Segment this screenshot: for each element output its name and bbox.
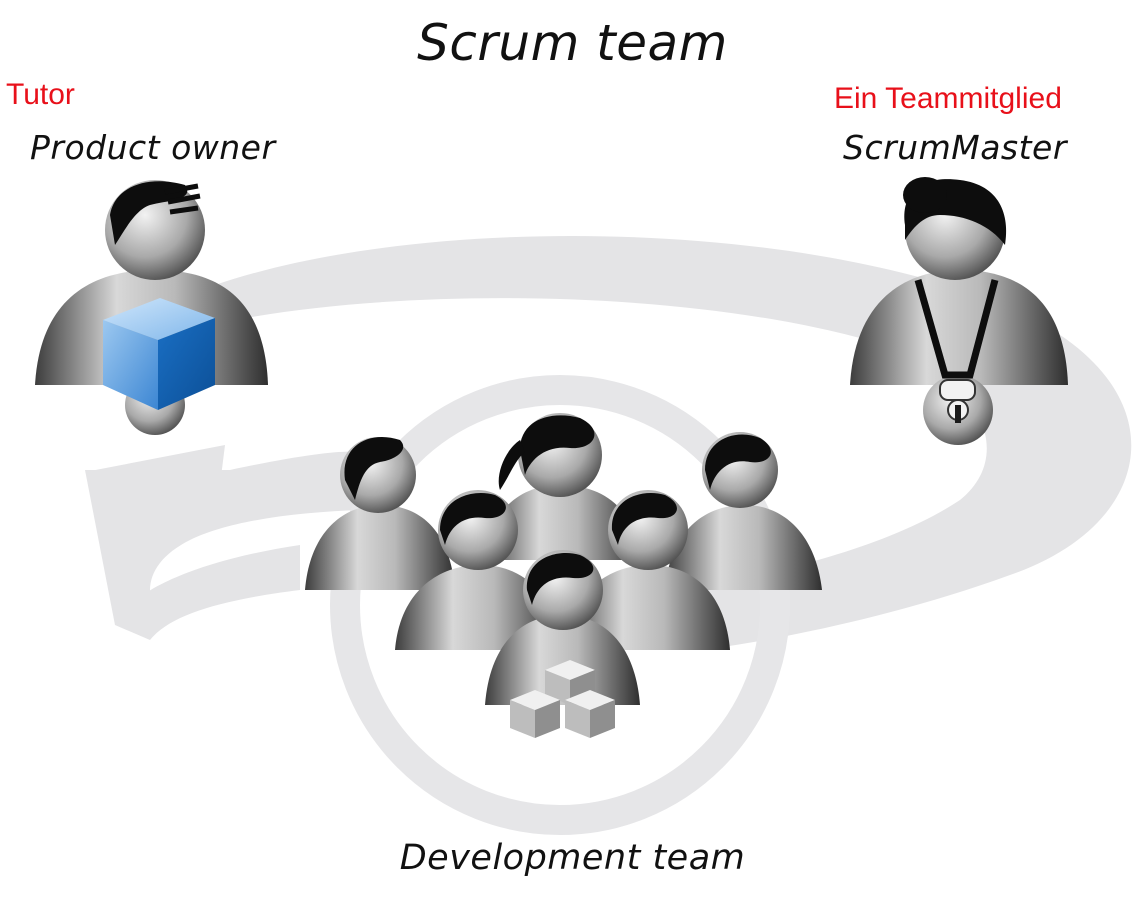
product-owner-figure (35, 180, 268, 435)
development-team-figures (305, 413, 822, 738)
diagram-title: Scrum team (417, 14, 728, 72)
scrum-master-annotation: Ein Teammitglied (834, 82, 1062, 115)
whistle-icon (939, 379, 976, 423)
inner-cycle-ring (330, 375, 790, 835)
scrum-master-label: ScrumMaster (843, 128, 1067, 167)
product-cube-icon (103, 298, 215, 410)
scrum-master-figure (850, 177, 1068, 445)
deliverable-cubes-icon (510, 660, 615, 738)
product-owner-annotation: Tutor (6, 78, 75, 111)
development-team-label: Development team (399, 838, 746, 878)
product-owner-label: Product owner (30, 128, 276, 167)
